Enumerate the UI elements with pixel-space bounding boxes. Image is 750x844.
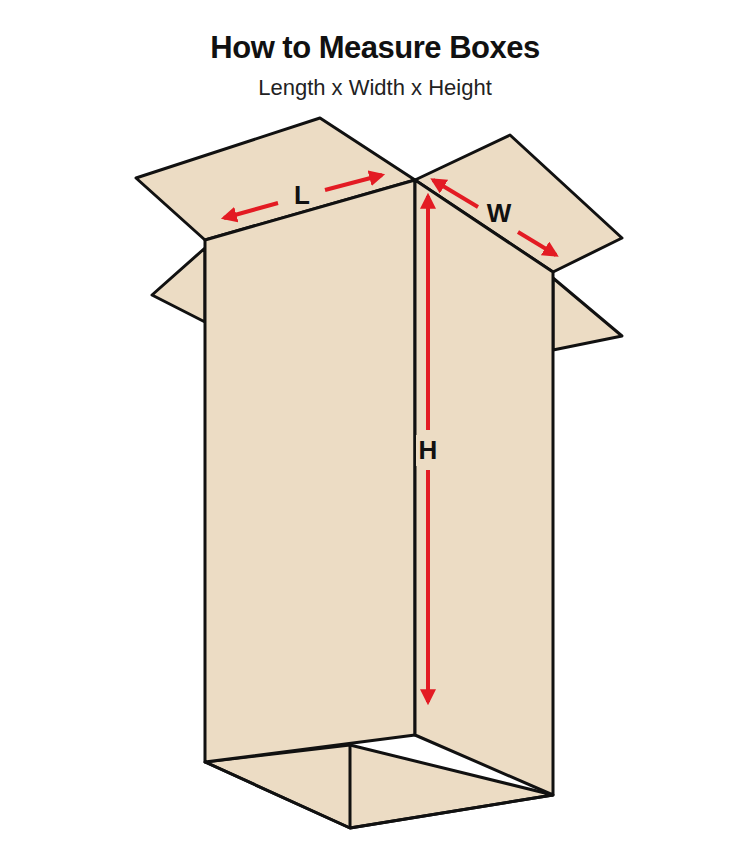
front-face: [205, 180, 415, 762]
height-arrow: [426, 470, 430, 702]
bottom-fold: [349, 745, 352, 828]
width-arrow: [433, 180, 478, 207]
dimension-label: W: [484, 198, 515, 229]
height-arrow: [426, 196, 430, 430]
length-arrow: [325, 175, 382, 190]
dimension-label: H: [416, 435, 441, 466]
subtitle: Length x Width x Height: [258, 75, 492, 101]
left-side-flap: [152, 248, 205, 322]
page-title: How to Measure Boxes: [210, 30, 539, 66]
width-arrow: [518, 232, 556, 255]
right-side-flap: [553, 278, 622, 350]
dimension-label: L: [291, 180, 313, 211]
length-arrow: [224, 203, 278, 218]
side-face: [415, 180, 553, 795]
bottom-edge: [205, 762, 553, 828]
